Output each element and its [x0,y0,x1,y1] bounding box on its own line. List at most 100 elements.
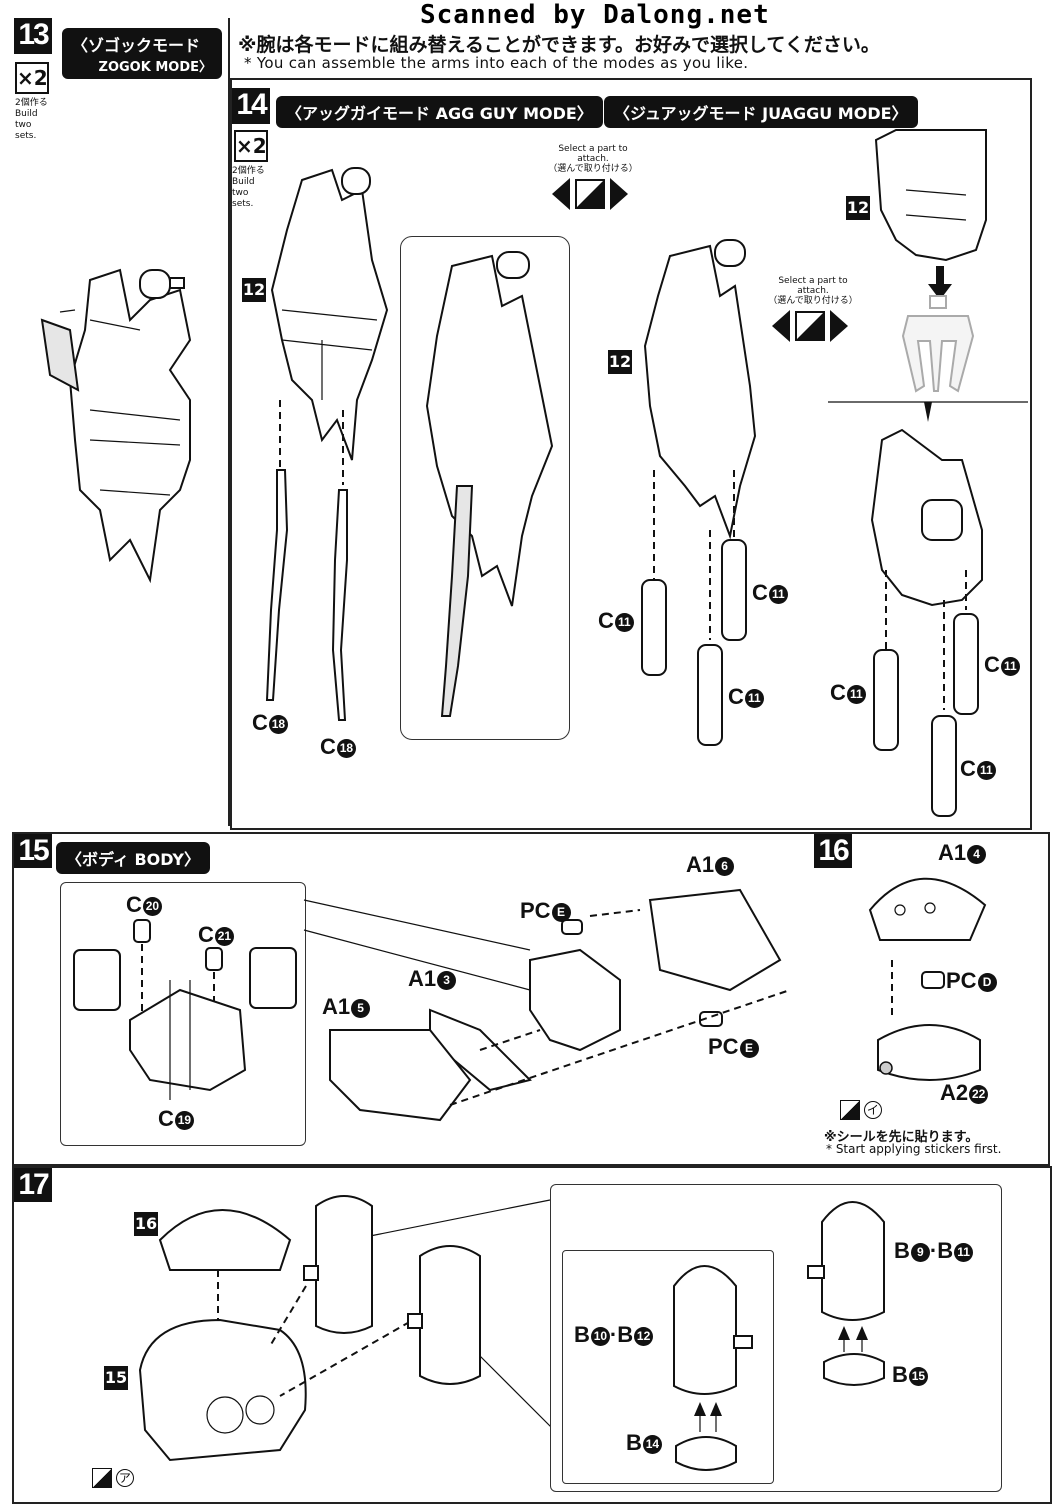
part-number: 5 [351,998,371,1018]
step-13-number: 13 [14,18,52,54]
part-letter: B [892,1362,908,1387]
part-number: 11 [1000,656,1020,676]
part-letter: C [960,756,976,781]
scanner-watermark: Scanned by Dalong.net [420,0,770,30]
sticker-ref-mark: イ [863,1101,882,1119]
part-letter: C [126,892,142,917]
base-illustration [877,960,981,1081]
sticker-icon-17 [92,1468,112,1488]
ref-12-agg: 12 [242,278,266,302]
agg-guy-hose-illustrations [265,400,348,721]
part-letter: A1 [322,994,351,1019]
step-16-number: 16 [814,834,852,868]
part-number: 18 [268,714,288,734]
part-number: 19 [174,1110,194,1130]
part-letter: B [894,1238,910,1263]
body-frame-illustration [73,919,297,1100]
juaggu-mode-banner: 〈ジュアッグモード JUAGGU MODE〉 [604,96,918,128]
select-part-note-mid: Select a part to attach. （選んで取り付ける） [768,276,858,306]
cylinder-b9-illustration [807,1201,885,1386]
part-letter: B [937,1238,954,1263]
sticker-ref-mark-17: ア [115,1469,134,1487]
part-number: 12 [634,1326,654,1346]
part-number: E [739,1038,759,1058]
ref-12-right: 12 [846,196,870,220]
step-13-title-en: ZOGOK MODE〉 [98,60,212,75]
part-letter: C [984,652,1000,677]
part-number: 21 [214,926,234,946]
part-number: 18 [336,738,356,758]
zogok-arm-illustration [40,268,192,584]
build-two-label-14: 2個作る Build two sets. [232,166,272,210]
sticker-note-en: * Start applying stickers first. [826,1142,1002,1156]
part-letter: C [728,684,744,709]
part-letter: C [320,734,336,759]
part-letter: B [617,1322,634,1347]
step-17-sub-detail-box [562,1250,774,1484]
step-15-number: 15 [14,834,52,868]
select-part-jp: （選んで取り付ける） [548,164,638,174]
general-note-en: * You can assemble the arms into each of… [244,54,749,72]
merge-lines [828,401,1028,422]
part-letter: A1 [938,840,967,865]
part-letter: A2 [940,1080,969,1105]
part-letter: C [752,580,768,605]
sticker-ref-16: イ [840,1100,882,1120]
down-arrow-right [928,266,952,300]
select-part-en-2: Select a part to attach. [778,276,848,296]
build-two-jp: 2個作る [15,98,48,108]
juaggu-tube-parts [641,470,747,746]
juaggu-right-completed-arm [870,428,983,607]
juaggu-right-tubes [873,570,979,817]
part-letter: C [158,1106,174,1131]
general-note-jp: ※腕は各モードに組み替えることができます。お好みで選択してください。 [238,34,880,56]
build-two-label-13: 2個作る Build two sets. [15,98,55,142]
juaggu-right-upper-arm [874,129,987,262]
select-part-arrows-mid [772,310,848,342]
part-letter: PC [520,898,551,923]
part-number: 6 [715,856,735,876]
part-letter: C [198,922,214,947]
ref-12-juaggu: 12 [608,350,632,374]
part-letter: A1 [686,852,715,877]
build-two-jp-14: 2個作る [232,166,265,176]
part-letter: A1 [408,966,437,991]
part-number: 11 [614,612,634,632]
part-number: 11 [976,760,996,780]
part-number: 11 [954,1242,974,1262]
part-number: 15 [908,1366,928,1386]
part-number: 11 [744,688,764,708]
select-part-arrows-top [552,178,628,210]
select-part-en: Select a part to attach. [558,144,628,164]
part-letter: B [626,1430,642,1455]
claw-part-illustration [901,295,975,393]
step-13-title-jp: 〈ゾゴックモード [72,36,201,55]
step-13-mode-banner: 〈ゾゴックモード ZOGOK MODE〉 [62,28,222,79]
build-two-badge-14: ×2 [234,130,268,162]
part-number: 22 [969,1084,989,1104]
part-number: 3 [437,970,457,990]
part-number: D [977,972,997,992]
select-part-note-top: Select a part to attach. （選んで取り付ける） [548,144,638,174]
body-exploded-illustration [303,888,791,1122]
